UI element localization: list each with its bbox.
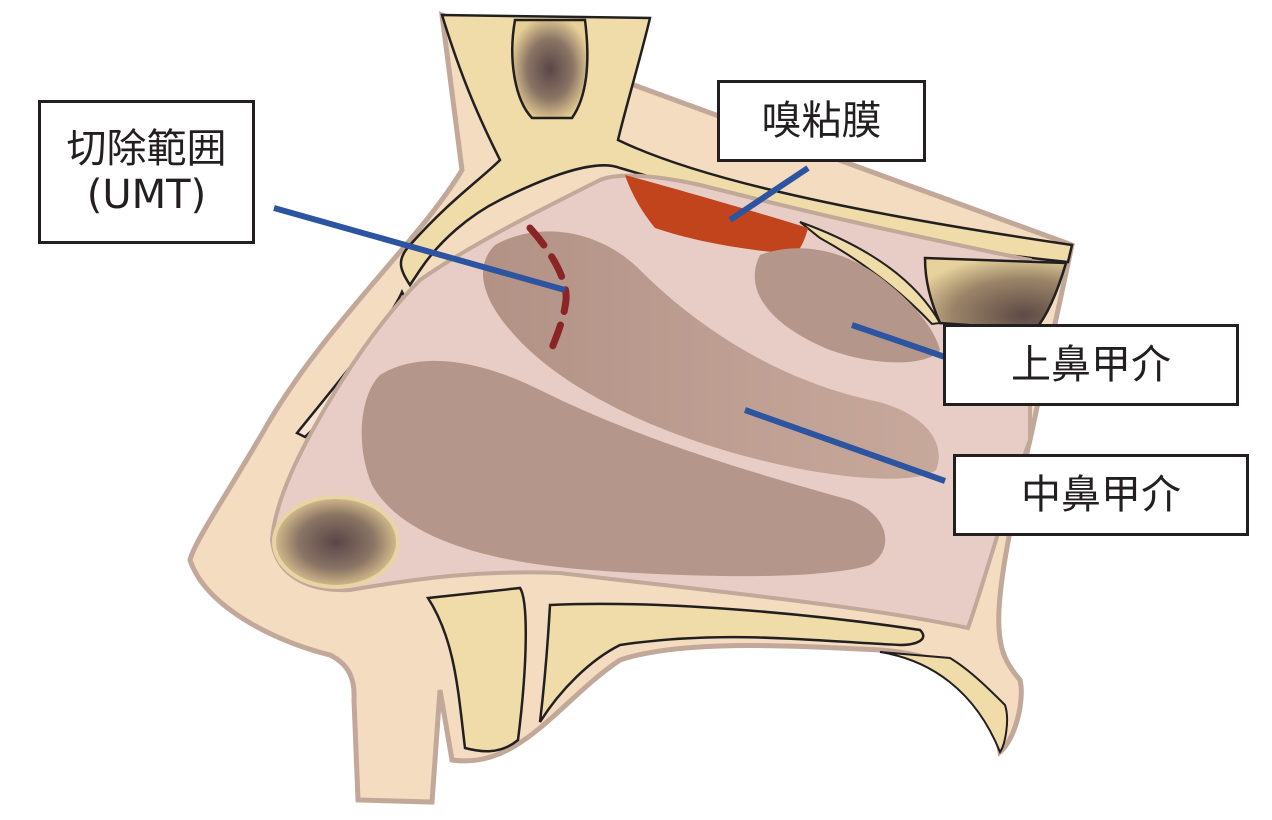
leader-line-umt <box>273 205 566 293</box>
frontal-sinus <box>511 18 589 120</box>
superior-turbinate-label: 上鼻甲介 <box>943 324 1239 406</box>
olfactory-mucosa <box>625 175 808 254</box>
superior-turbinate <box>754 248 940 363</box>
leader-line-olfactory <box>728 165 810 223</box>
middle-turbinate-text: 中鼻甲介 <box>1021 472 1181 518</box>
maxilla-bone <box>425 586 528 753</box>
nostril <box>272 495 400 589</box>
palate-posterior <box>879 651 1009 755</box>
palate-bone <box>538 602 925 723</box>
middle-turbinate <box>483 231 939 479</box>
leader-line-middle-turbinate <box>743 407 947 484</box>
olfactory-mucosa-text: 嗅粘膜 <box>761 98 882 144</box>
umt-cut-line <box>526 224 570 362</box>
superior-turbinate-text: 上鼻甲介 <box>1011 342 1171 388</box>
resection-range-text: 切除範囲 <box>66 126 227 172</box>
inferior-turbinate <box>361 360 886 577</box>
resection-range-label: 切除範囲 (UMT) <box>38 100 255 244</box>
posterior-bone-ridge <box>799 221 942 326</box>
olfactory-mucosa-label: 嗅粘膜 <box>717 80 926 162</box>
middle-turbinate-label: 中鼻甲介 <box>953 454 1249 536</box>
umt-text: (UMT) <box>86 172 207 218</box>
leader-line-superior-turbinate <box>851 322 946 360</box>
